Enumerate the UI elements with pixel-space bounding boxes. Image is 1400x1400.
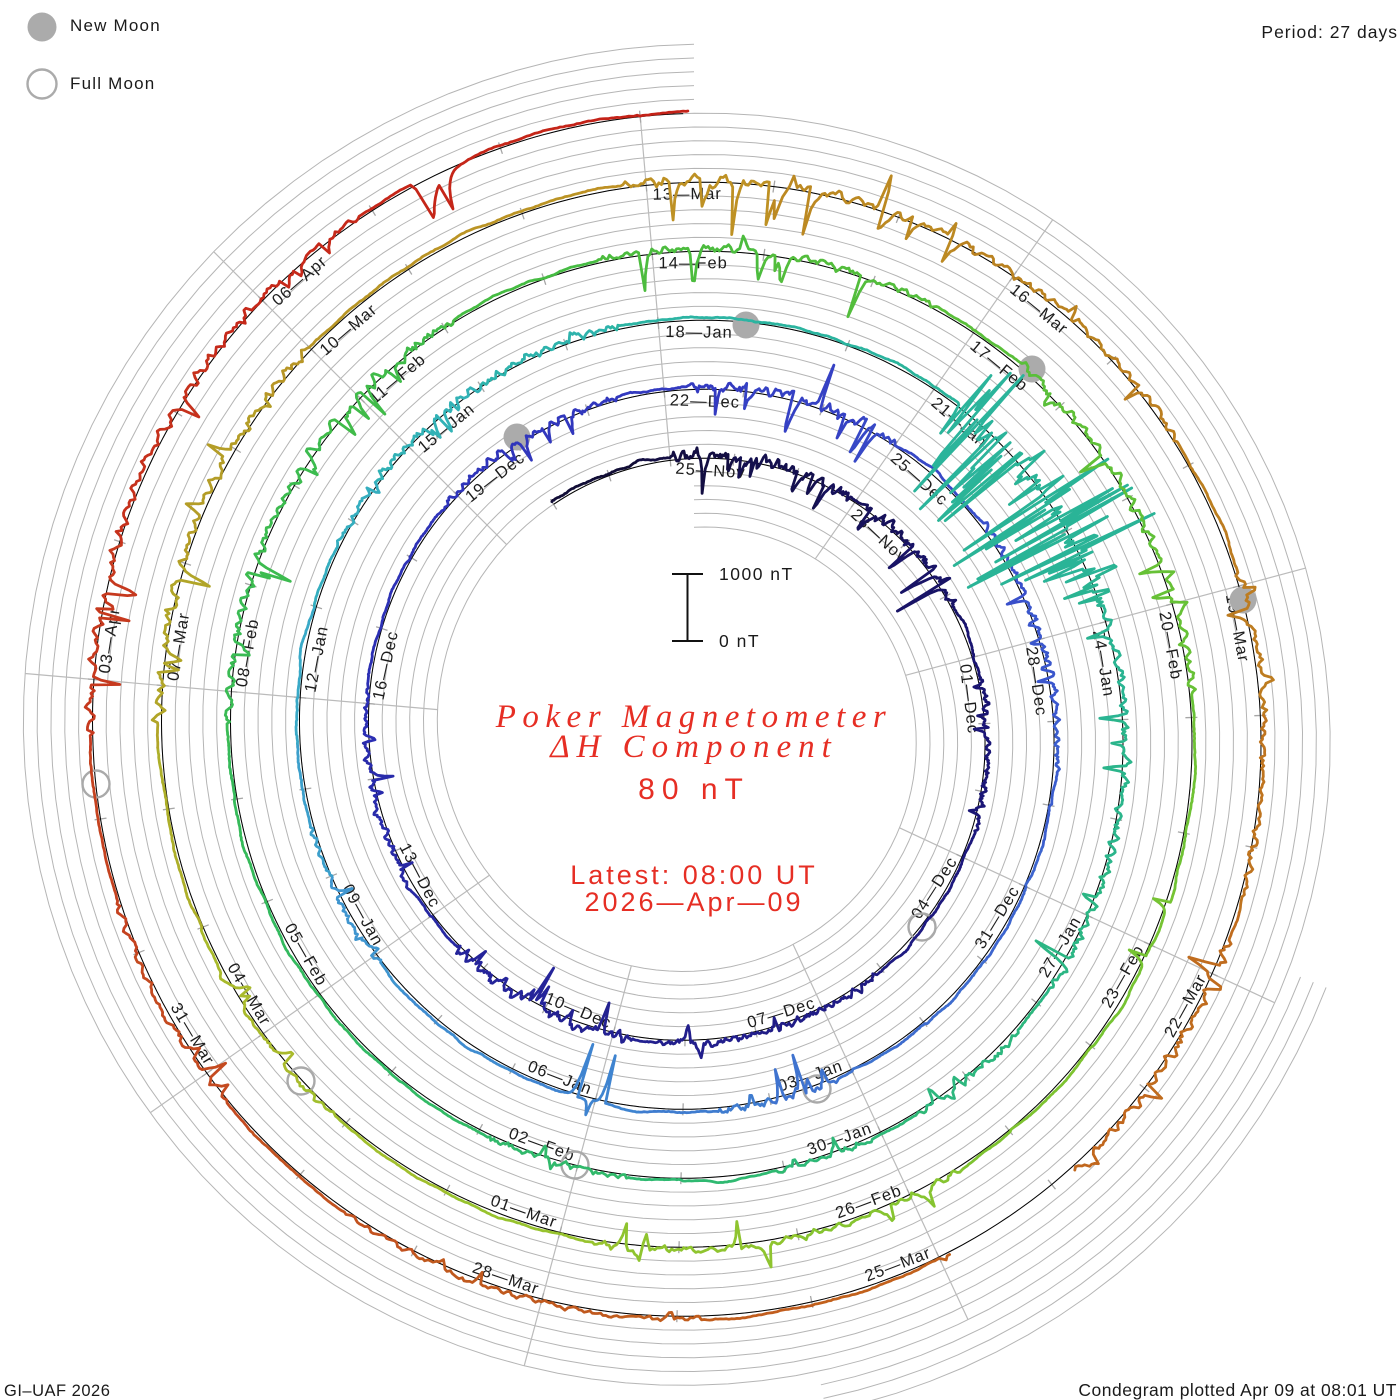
svg-text:18—Jan: 18—Jan	[665, 323, 733, 342]
svg-text:Condegram plotted Apr 09 at 08: Condegram plotted Apr 09 at 08:01 UT	[1078, 1380, 1397, 1400]
svg-text:Poker Magnetometer: Poker Magnetometer	[495, 699, 893, 735]
svg-text:2026—Apr—09: 2026—Apr—09	[584, 887, 803, 917]
svg-text:Latest: 08:00 UT: Latest: 08:00 UT	[570, 860, 818, 890]
svg-text:Full Moon: Full Moon	[70, 74, 155, 93]
svg-text:80 nT: 80 nT	[638, 773, 750, 806]
svg-text:1000 nT: 1000 nT	[719, 564, 794, 584]
svg-text:ΔH Component: ΔH Component	[548, 729, 838, 765]
svg-text:Period: 27 days: Period: 27 days	[1261, 22, 1398, 42]
svg-text:GI–UAF 2026: GI–UAF 2026	[4, 1382, 110, 1400]
svg-text:0 nT: 0 nT	[719, 631, 760, 651]
svg-text:New Moon: New Moon	[70, 16, 161, 35]
svg-text:22—Dec: 22—Dec	[669, 391, 740, 411]
svg-text:14—Feb: 14—Feb	[659, 254, 728, 272]
